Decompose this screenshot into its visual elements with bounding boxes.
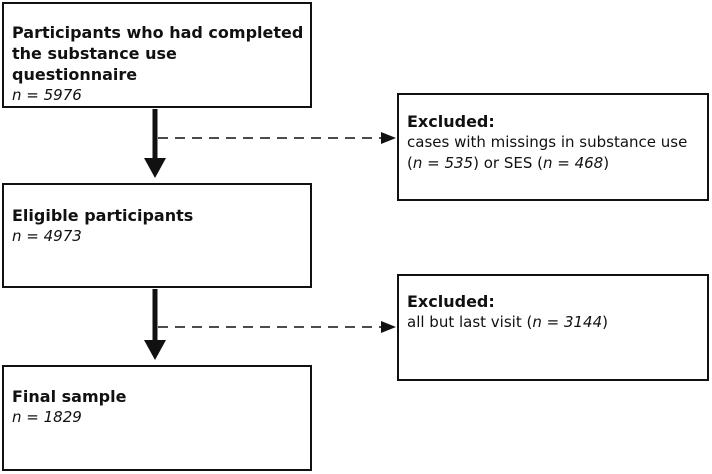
count-substance-use: n = 535 — [412, 154, 474, 172]
box-title: Excluded: — [407, 112, 495, 131]
box-excluded-missings: Excluded: cases with missings in substan… — [397, 93, 709, 201]
box-completed-questionnaire: Participants who had completed the subst… — [2, 2, 312, 108]
box-title: Participants who had completed the subst… — [12, 23, 304, 84]
box-title: Eligible participants — [12, 206, 194, 225]
count-visits: n = 3144 — [532, 313, 603, 331]
exclusion-counts: (n = 535) or SES (n = 468) — [407, 154, 610, 172]
exclusion-reason: all but last visit (n = 3144) — [407, 313, 608, 331]
dashed-arrow-1-head — [381, 132, 396, 144]
box-title: Excluded: — [407, 292, 495, 311]
dashed-arrow-2-head — [381, 321, 396, 333]
exclusion-reason: cases with missings in substance use — [407, 133, 688, 151]
box-final-sample: Final sample n = 1829 — [2, 365, 312, 471]
arrow-down-2-head — [144, 340, 166, 360]
box-count: n = 4973 — [12, 227, 82, 245]
count-ses: n = 468 — [542, 154, 604, 172]
box-title: Final sample — [12, 387, 127, 406]
box-count: n = 1829 — [12, 408, 82, 426]
box-count: n = 5976 — [12, 86, 82, 104]
arrow-down-1-head — [144, 158, 166, 178]
box-excluded-visits: Excluded: all but last visit (n = 3144) — [397, 274, 709, 381]
box-eligible-participants: Eligible participants n = 4973 — [2, 183, 312, 288]
